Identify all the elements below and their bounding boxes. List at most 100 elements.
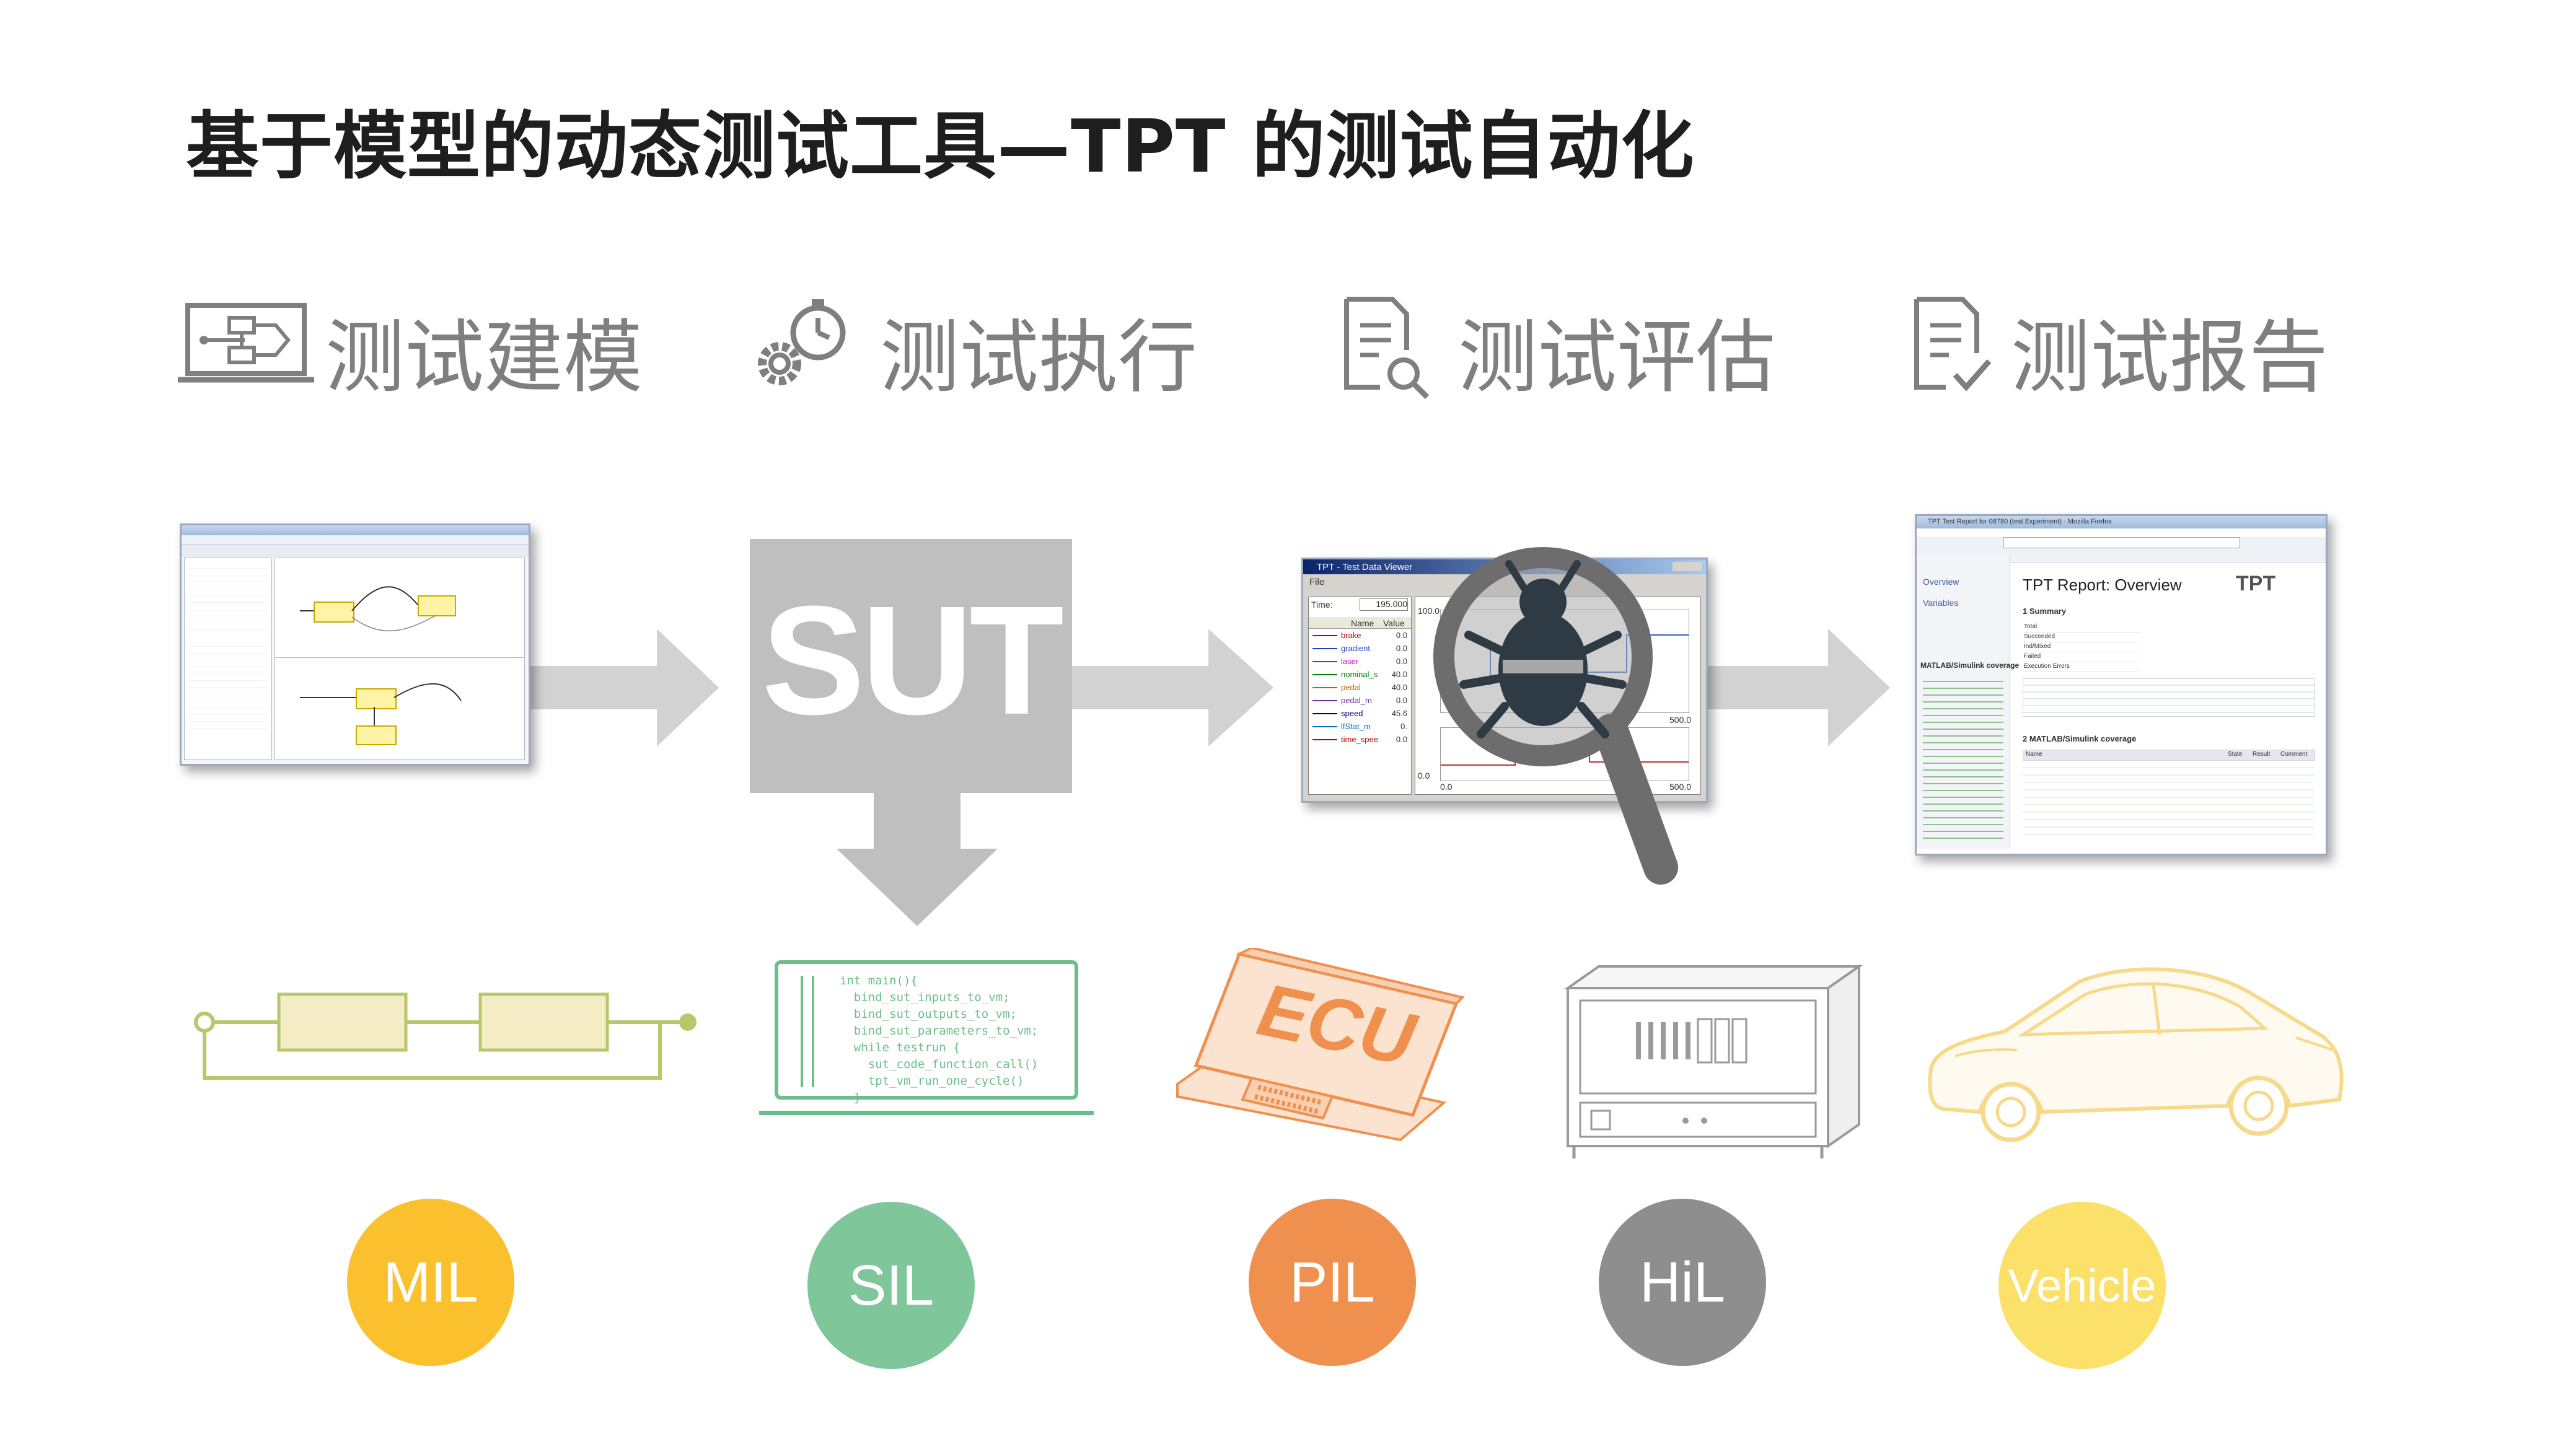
signal-value: 40.0 [1391,670,1407,679]
summary-row-label: Ind/Mixed [2024,643,2051,650]
data-viewer-menu-file[interactable]: File [1309,577,1325,587]
vehicle-outline [1928,967,2344,1142]
time-value[interactable]: 195.000 [1360,598,1408,611]
signal-name: time_spee [1341,735,1378,744]
signal-value: 0. [1400,722,1407,731]
signal-value: 0.0 [1396,657,1407,666]
level-label-hil: HiL [1639,1250,1726,1314]
flow-arrow-1 [527,629,719,746]
report-section-coverage: 2 MATLAB/Simulink coverage [2023,734,2137,743]
modeling-icon [178,303,314,383]
document-check-icon [1914,297,1992,392]
step-modeling: 测试建模 [177,288,648,404]
summary-row-label: Failed [2024,653,2041,660]
signal-name: lfStat_m [1341,722,1371,731]
step-evaluation: 测试评估 [1342,288,1813,404]
signal-value: 0.0 [1396,631,1407,640]
code-line: bind_sut_inputs_to_vm; [840,991,1010,1004]
col-name-header: Name [1351,618,1374,628]
signal-row[interactable]: pedal_m 0.0 [1309,694,1411,707]
document-search-icon [1344,297,1430,400]
code-line: while testrun { [840,1041,961,1054]
step-report: 测试报告 [1912,288,2383,404]
signal-row[interactable]: brake 0.0 [1309,629,1411,642]
code-line: } [840,1091,861,1105]
report-nav-overview[interactable]: Overview [1923,577,1959,587]
signal-name: pedal_m [1341,696,1372,705]
signal-row[interactable]: gradient 0.0 [1309,642,1411,655]
report-col-result: Result [2253,751,2270,758]
report-col-name: Name [2026,751,2042,758]
page-title: 基于模型的动态测试工具—TPT 的测试自动化 [186,103,1695,189]
report-col-state: State [2228,751,2243,758]
signal-name: gradient [1341,644,1370,653]
modeling-screenshot [180,523,530,766]
signal-value: 0.0 [1396,696,1407,705]
step-label-execution: 测试执行 [880,312,1198,404]
axis-bottom-val-2: 0.0 [1440,782,1453,792]
time-label: Time: [1311,600,1333,610]
sut-down-arrow [837,787,998,926]
summary-row-label: Succeeded [2024,633,2055,640]
signal-row[interactable]: lfStat_m 0. [1309,720,1411,733]
sut-label: SUT [762,574,1064,746]
signal-name: pedal [1341,683,1361,692]
signal-row[interactable]: nominal_s 40.0 [1309,668,1411,681]
level-label-mil: MIL [383,1250,478,1314]
flow-arrow-2 [1069,629,1273,746]
summary-row: Failed [2023,652,2140,662]
axis-top-min: 100.0 [1418,606,1440,616]
level-label-pil: PIL [1289,1250,1376,1314]
report-logo: TPT [2236,572,2276,595]
signal-color-swatch [1312,726,1337,727]
step-label-evaluation: 测试评估 [1458,312,1776,404]
code-block: int main(){ bind_sut_inputs_to_vm; bind_… [840,973,1038,1106]
step-execution: 测试执行 [741,288,1211,404]
axis-bottom-val-1: 0.0 [1418,771,1430,781]
data-viewer-title: TPT - Test Data Viewer [1317,562,1413,572]
code-line: bind_sut_outputs_to_vm; [840,1007,1017,1021]
signal-value: 0.0 [1396,644,1407,653]
hil-rack [1563,964,1863,1158]
report-col-comment: Comment [2280,751,2308,758]
axis-top-max: 500.0 [1669,715,1692,725]
summary-row-label: Total [2024,623,2038,630]
level-badge-mil: MIL [347,1199,514,1366]
code-line: bind_sut_parameters_to_vm; [840,1024,1039,1038]
bug-magnifier-icon [1433,547,1678,885]
summary-row-label: Execution Errors [2024,663,2070,670]
summary-row: Succeeded [2023,633,2140,642]
level-badge-sil: SIL [807,1202,975,1369]
step-label-modeling: 测试建模 [325,312,643,404]
signal-row[interactable]: speed 45.6 [1309,707,1411,720]
signal-color-swatch [1312,661,1337,662]
sut-box: SUT [750,539,1072,793]
sil-code-laptop: int main(){ bind_sut_inputs_to_vm; bind_… [759,960,1094,1115]
flow-arrow-3 [1698,629,1890,746]
summary-row: Ind/Mixed [2023,642,2140,652]
report-window-title: TPT Test Report for 08780 (test Experime… [1928,518,2112,525]
mil-diagram [194,992,697,1080]
code-line: tpt_vm_run_one_cycle() [840,1074,1024,1088]
report-screenshot: TPT Test Report for 08780 (test Experime… [1915,514,2328,856]
summary-row: Execution Errors [2023,662,2140,672]
signal-name: speed [1341,709,1363,718]
report-section-summary: 1 Summary [2023,606,2067,616]
level-badge-vehicle: Vehicle [1998,1202,2166,1369]
code-line: sut_code_function_call() [840,1057,1039,1071]
signal-color-swatch [1312,713,1337,714]
signal-value: 45.6 [1391,709,1407,718]
step-label-report: 测试报告 [2011,312,2329,404]
signal-color-swatch [1312,687,1337,688]
level-label-vehicle: Vehicle [2008,1259,2156,1311]
code-line: int main(){ [840,974,918,987]
signal-name: nominal_s [1341,670,1378,679]
report-nav-variables[interactable]: Variables [1923,598,1959,608]
ecu-device: ECU [1165,948,1475,1152]
signal-color-swatch [1312,700,1337,701]
signal-name: brake [1341,631,1361,640]
gears-timer-icon [758,299,846,385]
